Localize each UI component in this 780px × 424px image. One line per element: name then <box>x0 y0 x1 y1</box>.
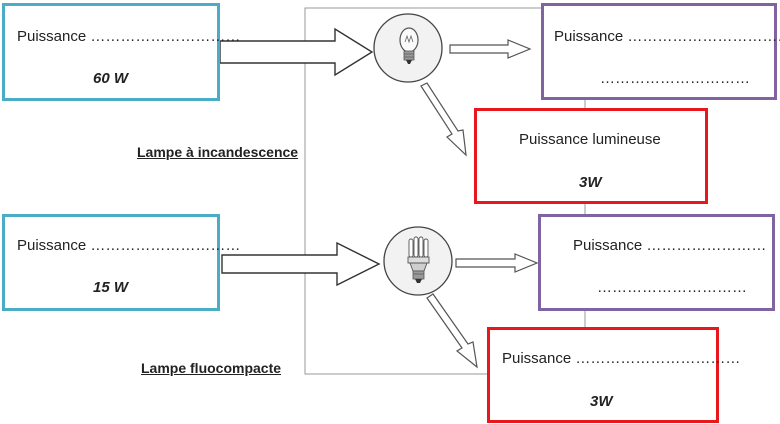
fluocompact-output-label: Puissance …………………… <box>573 237 767 254</box>
incandescent-input-label: Puissance ………………………… <box>17 28 241 45</box>
input-arrow-incandescent <box>219 27 374 77</box>
fluocompact-light-label: Puissance …………………………… <box>502 350 741 367</box>
incandescent-output-label: Puissance …………………………… <box>554 28 780 45</box>
incandescent-input-box: Puissance ………………………… 60 W <box>2 3 240 101</box>
incandescent-bulb-icon <box>373 13 443 83</box>
fluocompact-input-value: 15 W <box>93 279 129 296</box>
fluocompact-light-box: Puissance …………………………… 3W <box>487 327 740 423</box>
incandescent-output-value: ………………………… <box>600 70 750 87</box>
fluocompact-output-box: Puissance …………………… ………………………… <box>538 214 775 311</box>
fluocompact-input-label: Puissance ………………………… <box>17 237 241 254</box>
fluocompact-input-box: Puissance ………………………… 15 W <box>2 214 240 311</box>
incandescent-light-value: 3W <box>579 174 602 191</box>
incandescent-light-label: Puissance lumineuse <box>519 131 661 148</box>
output-arrow-incandescent-diagonal <box>420 82 467 157</box>
output-arrow-incandescent-right <box>449 39 532 59</box>
output-arrow-fluocompact-right <box>455 253 539 273</box>
incandescent-input-value: 60 W <box>93 70 129 87</box>
fluocompact-caption: Lampe fluocompacte <box>141 360 282 376</box>
fluocompact-light-value: 3W <box>590 393 613 410</box>
incandescent-light-box: Puissance lumineuse 3W <box>474 108 708 204</box>
incandescent-output-box: Puissance …………………………… ………………………… <box>541 3 780 100</box>
incandescent-caption: Lampe à incandescence <box>137 144 299 160</box>
compact-fluorescent-bulb-icon <box>383 226 453 296</box>
output-arrow-fluocompact-diagonal <box>426 293 478 369</box>
input-arrow-fluocompact <box>221 241 381 287</box>
fluocompact-output-value: ………………………… <box>597 279 747 296</box>
